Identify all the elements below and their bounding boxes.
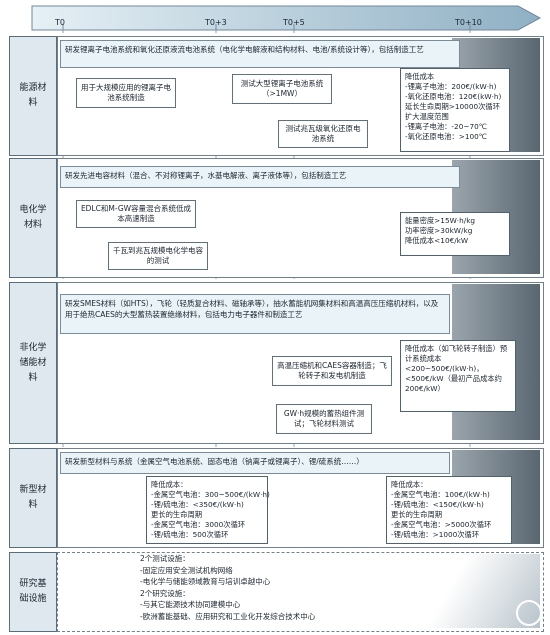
milestone-box-nonchem-1: 高温压缩机和CAES容器制造；飞轮转子和发电机制造 bbox=[272, 356, 392, 386]
target-box-novel-mid: 降低成本： -金属空气电池：300~500€/(kW·h) -锂/硫电池：<35… bbox=[146, 476, 270, 544]
target-line: -金属空气电池：>5000次循环 bbox=[391, 520, 492, 529]
target-line: -氧化还原电池：>100℃ bbox=[405, 132, 487, 141]
row-label-novel: 新型材料 bbox=[9, 448, 57, 548]
target-line: -金属空气电池：3000次循环 bbox=[151, 520, 246, 529]
infra-item: -电化学与储能领域教育与培训卓越中心 bbox=[140, 577, 271, 586]
milestone-box-nonchem-2: GW·h规模的蓄热组件测试；飞轮材料测试 bbox=[276, 404, 372, 434]
target-line: -氧化还原电池：120€(kW·h) bbox=[405, 92, 502, 101]
row-label-nonchem: 非化学储能材料 bbox=[9, 282, 57, 444]
infra-item: -固定应用安全测试机构网络 bbox=[140, 565, 233, 575]
target-line: -锂离子电池：200€/(kW·h) bbox=[405, 82, 497, 91]
row-label-energy: 能源材料 bbox=[9, 36, 57, 156]
infra-item: 2个测试设施： bbox=[140, 554, 190, 563]
timeline-label-t3: T0+3 bbox=[205, 18, 227, 27]
target-line: 更长的生命周期 bbox=[391, 510, 443, 519]
target-box-energy: 降低成本 -锂离子电池：200€/(kW·h) -氧化还原电池：120€(kW·… bbox=[400, 68, 510, 152]
rd-band-electrochem: 研发先进电容材料（混合、不对称锂离子，水基电解液、离子液体等），包括制造工艺 bbox=[60, 166, 460, 188]
timeline-label-t0: T0 bbox=[55, 18, 65, 27]
rd-band-energy: 研发锂离子电池系统和氧化还原液流电池系统（电化学电解液和结构材料、电池/系统设计… bbox=[60, 40, 460, 68]
target-line: 降低成本<10€/kW bbox=[405, 236, 469, 245]
row-label-electrochem: 电化学材料 bbox=[9, 158, 57, 278]
milestone-box-energy-3: 测试兆瓦级氧化还原电池系统 bbox=[278, 120, 368, 148]
target-line: -锂/硫电池：<350€/(kW·h) bbox=[151, 500, 244, 509]
rd-band-novel: 研发新型材料与系统（金属空气电池系统、固态电池（钠离子或锂离子）、锂/硫系统……… bbox=[60, 452, 450, 474]
infra-list: 2个测试设施： -固定应用安全测试机构网络 -电化学与储能领域教育与培训卓越中心… bbox=[140, 553, 315, 622]
target-line: 扩大温度范围 bbox=[405, 112, 449, 121]
milestone-box-electrochem-1: EDLC和M-GW容量混合系统低成本高速制造 bbox=[76, 200, 196, 228]
infra-item: 2个研究设施： bbox=[140, 588, 190, 598]
target-line: 降低成本（如飞轮转子制造）预计系统成本 bbox=[405, 344, 508, 363]
target-line: 能量密度>15W·h/kg bbox=[405, 216, 476, 225]
milestone-box-energy-2: 测试大型锂离子电池系统（>1MW） bbox=[232, 74, 332, 104]
milestone-box-electrochem-2: 千瓦到兆瓦规模电化学电容的测试 bbox=[108, 242, 208, 270]
watermark-logo-icon bbox=[516, 600, 542, 626]
target-line: 200€/kW） bbox=[405, 384, 445, 393]
target-title-novel-mid: 降低成本： bbox=[151, 480, 188, 489]
target-line: -锂/硫电池：<150€/(kW·h) bbox=[391, 500, 484, 509]
infra-item: -与其它能源技术协同建模中心 bbox=[140, 600, 241, 609]
target-line: -锂离子电池：-20~70℃ bbox=[405, 122, 487, 131]
timeline-label-t5: T0+5 bbox=[283, 18, 305, 27]
milestone-box-energy-1: 用于大规模应用的锂离子电池系统制造 bbox=[76, 78, 176, 108]
target-line: -锂/硫电池：>1000次循环 bbox=[391, 530, 480, 539]
target-line: 功率密度>30kW/kg bbox=[405, 226, 473, 235]
row-label-infra: 研究基础设施 bbox=[9, 552, 57, 632]
target-title-novel: 降低成本： bbox=[391, 480, 428, 489]
target-box-electrochem: 能量密度>15W·h/kg 功率密度>30kW/kg 降低成本<10€/kW bbox=[400, 212, 510, 256]
target-box-nonchem: 降低成本（如飞轮转子制造）预计系统成本 <200~500€/(kW·h)， <5… bbox=[400, 340, 516, 412]
rd-band-nonchem: 研发SMES材料（如HTS），飞轮（轻质复合材料、磁轴承等），抽水蓄能机网集材料… bbox=[60, 294, 450, 334]
timeline-arrow-shape bbox=[31, 5, 542, 31]
target-line: -金属空气电池：100€/(kW·h) bbox=[391, 490, 490, 499]
target-box-novel: 降低成本： -金属空气电池：100€/(kW·h) -锂/硫电池：<150€/(… bbox=[386, 476, 512, 544]
target-line: -锂/硫电池：500次循环 bbox=[151, 530, 229, 539]
target-line: 更长的生命周期 bbox=[151, 510, 203, 519]
timeline-label-t10: T0+10 bbox=[455, 18, 482, 27]
target-line: -金属空气电池：300~500€/(kW·h) bbox=[151, 490, 270, 499]
target-line: 延长生命周期>10000次循环 bbox=[405, 102, 500, 111]
target-line: <200~500€/(kW·h)， bbox=[405, 364, 484, 373]
target-line: <500€/kW（最初产品成本约 bbox=[405, 374, 502, 383]
target-title-energy: 降低成本 bbox=[405, 72, 435, 81]
infra-item: -欧洲蓄能基础、应用研究和工业化开发综合技术中心 bbox=[140, 611, 316, 621]
timeline-arrow: T0 T0+3 T0+5 T0+10 bbox=[8, 4, 542, 34]
